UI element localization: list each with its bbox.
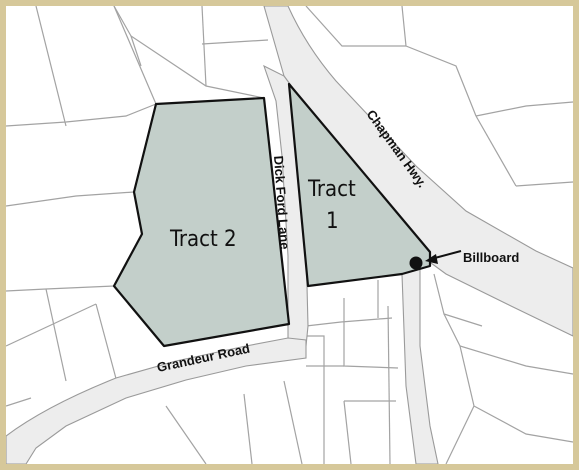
parcel-line bbox=[6, 191, 135, 207]
parcel-line bbox=[401, 6, 477, 117]
parcel-line bbox=[113, 6, 157, 105]
parcel-line bbox=[306, 335, 325, 464]
parcel-line bbox=[165, 405, 207, 464]
parcel-line bbox=[113, 6, 265, 99]
parcel-line bbox=[283, 380, 303, 464]
billboard-arrow bbox=[425, 250, 462, 264]
dick-ford-lane-label: Dick Ford Lane bbox=[271, 155, 293, 250]
parcel-line bbox=[35, 6, 67, 127]
parcel-line bbox=[305, 6, 406, 47]
map-canvas: Tract 1 Tract 2 Chapman Hwy. Dick Ford L… bbox=[6, 6, 573, 464]
parcel-line bbox=[243, 393, 253, 464]
billboard-label: Billboard bbox=[463, 250, 519, 265]
tracts bbox=[112, 82, 432, 348]
side-road-south bbox=[401, 267, 439, 464]
tract-1-label-line2: 1 bbox=[326, 209, 339, 234]
parcel-line bbox=[515, 181, 573, 187]
parcel-line bbox=[6, 303, 97, 347]
parcel-line bbox=[45, 288, 67, 382]
tract-1-parcel bbox=[287, 82, 432, 288]
parcel-line bbox=[6, 285, 115, 292]
tract-2-parcel bbox=[112, 96, 291, 348]
parcel-line bbox=[6, 397, 32, 407]
parcel-line bbox=[95, 303, 119, 387]
parcel-line bbox=[305, 317, 393, 327]
grandeur-road-road bbox=[6, 337, 307, 464]
parcel-line bbox=[445, 405, 475, 464]
parcel-lines bbox=[6, 6, 573, 464]
parcel-line bbox=[387, 305, 391, 464]
parcel-line bbox=[459, 345, 573, 443]
parcel-line bbox=[475, 115, 517, 187]
parcel-line bbox=[201, 6, 207, 87]
parcel-line bbox=[343, 400, 352, 464]
parcel-line bbox=[475, 101, 573, 117]
parcel-line bbox=[201, 39, 269, 45]
parcel-line bbox=[443, 313, 573, 375]
tract-1-label-line1: Tract bbox=[307, 177, 356, 202]
billboard-marker bbox=[409, 256, 423, 270]
tract-2-label: Tract 2 bbox=[169, 227, 237, 252]
parcel-line bbox=[130, 35, 142, 67]
parcel-line bbox=[6, 103, 157, 127]
parcel-line bbox=[343, 298, 399, 369]
